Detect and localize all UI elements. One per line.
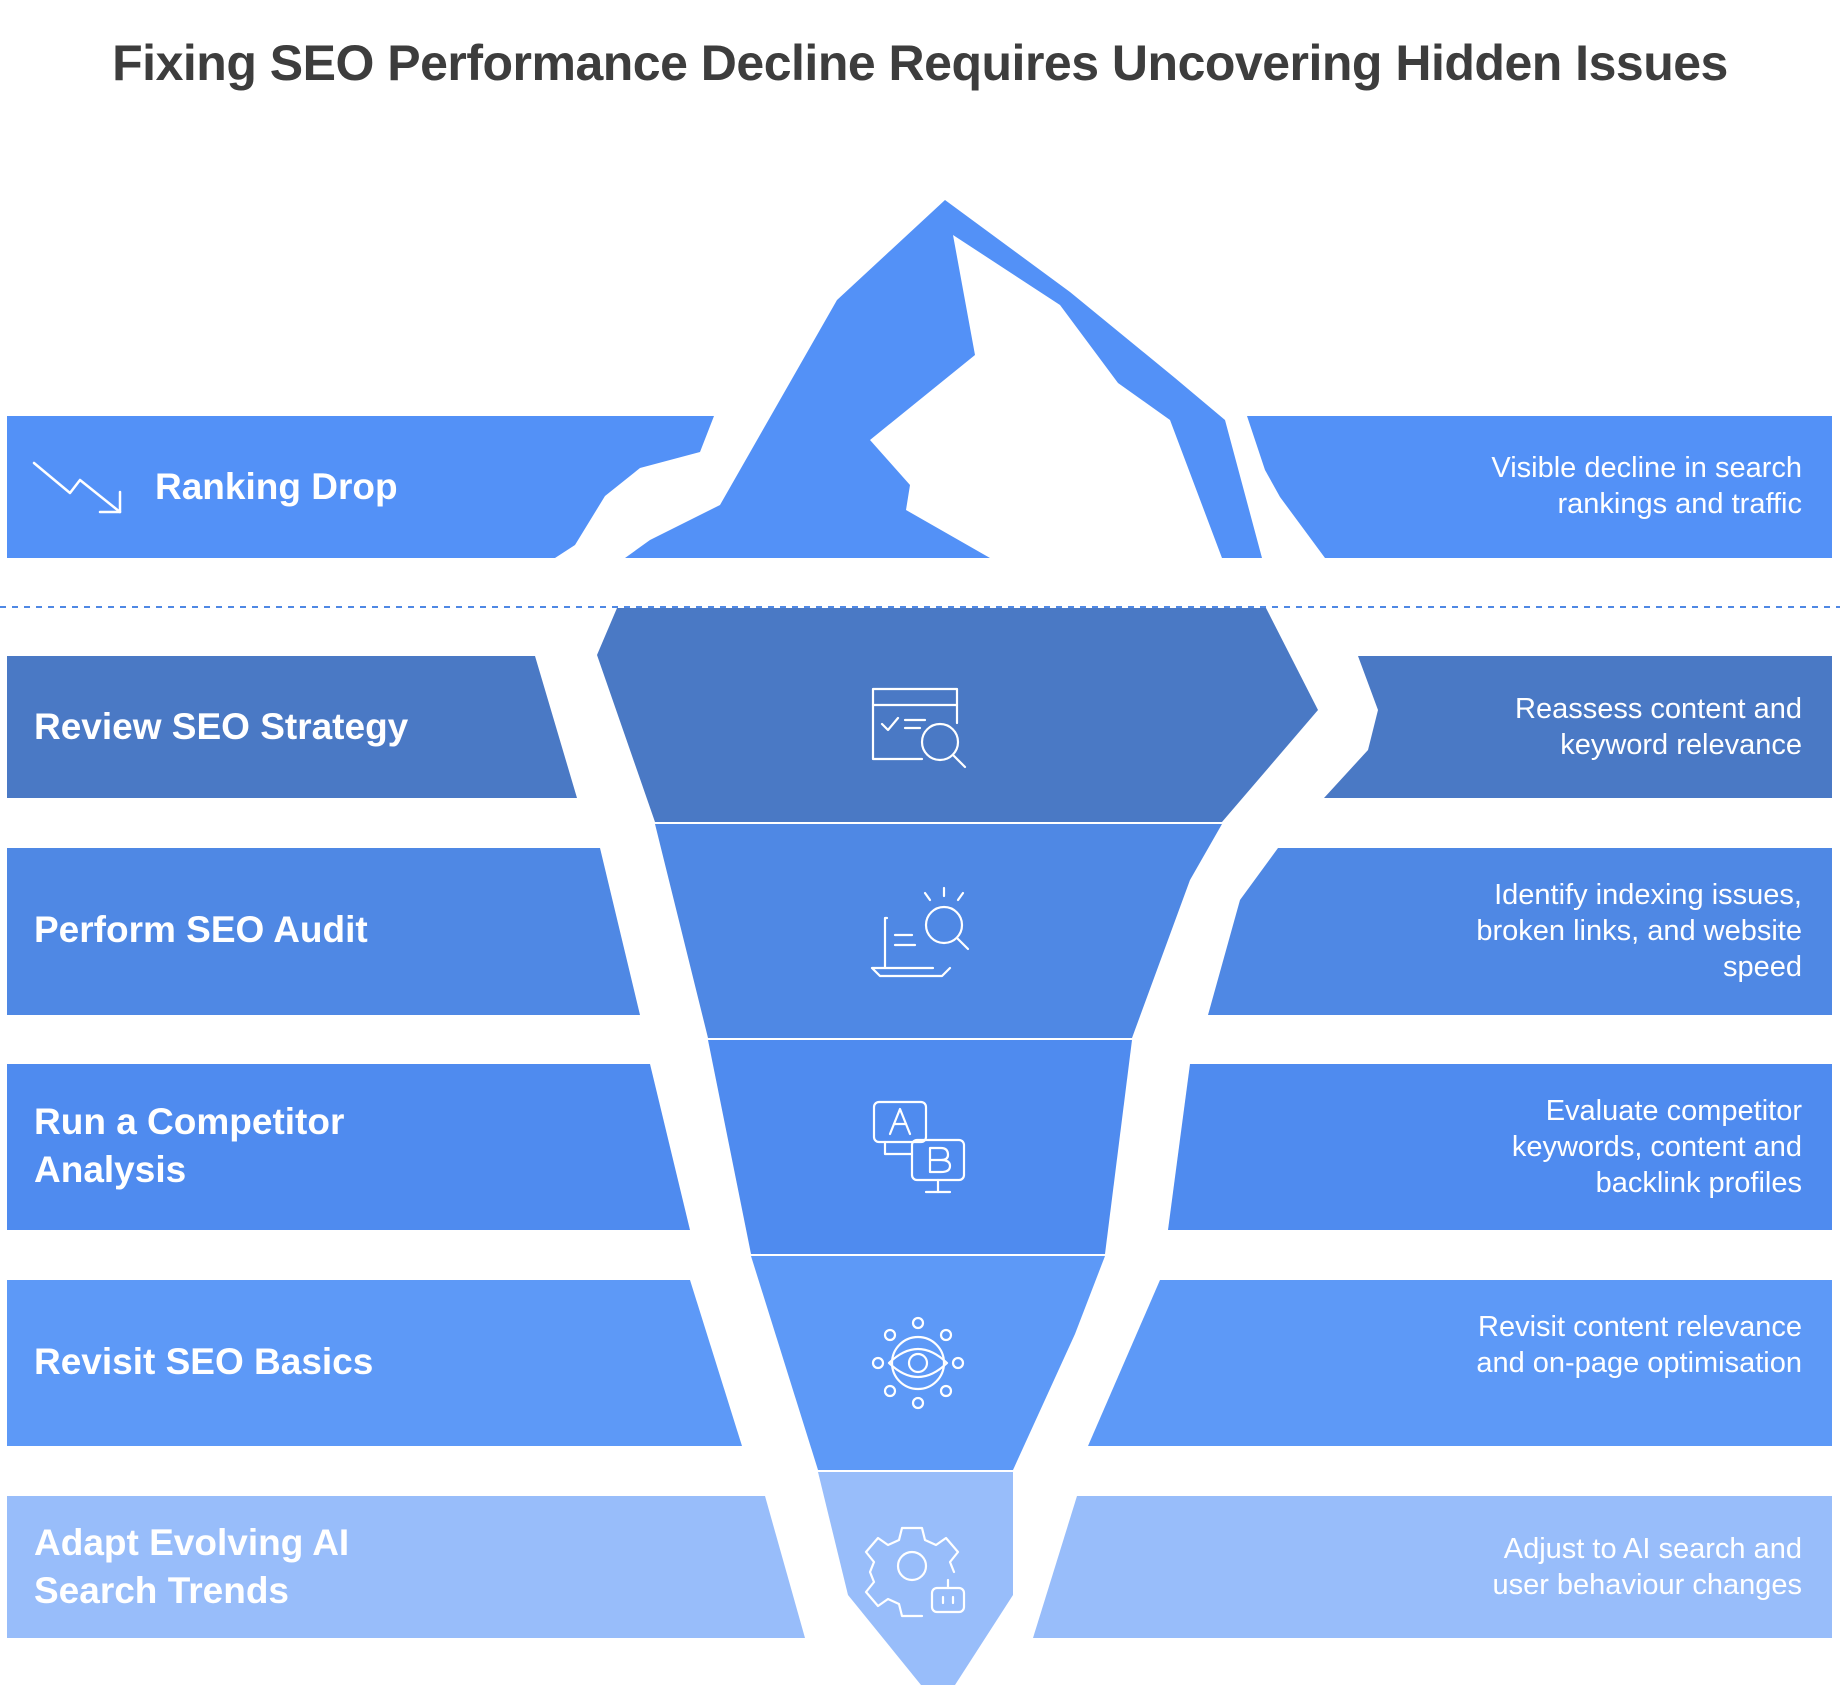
layer-label-ranking-drop: Ranking Drop [155,466,398,507]
iceberg-section-run-competitor-analysis [708,1040,1132,1254]
band-left-revisit-seo-basics [7,1280,742,1446]
layer-label-revisit-seo-basics: Revisit SEO Basics [34,1341,374,1382]
layer-description-ranking-drop: Visible decline in search rankings and t… [1491,452,1802,520]
band-left-run-competitor-analysis [7,1064,690,1230]
band-left-review-seo-strategy [7,656,577,798]
band-right-revisit-seo-basics [1088,1280,1832,1446]
diagram-title: Fixing SEO Performance Decline Requires … [112,35,1728,91]
band-right-adapt-ai-search-trends [1033,1496,1832,1638]
layer-revisit-seo-basics [7,1256,1832,1470]
trend-down-icon [32,461,122,514]
band-right-perform-seo-audit [1208,848,1832,1015]
layer-description-perform-seo-audit: Identify indexing issues, broken links, … [1476,879,1802,983]
layer-label-review-seo-strategy: Review SEO Strategy [34,706,409,747]
layer-adapt-ai-search-trends [7,1472,1832,1685]
layer-description-run-competitor-analysis: Evaluate competitor keywords, content an… [1511,1095,1802,1199]
band-right-ranking-drop [1247,416,1832,558]
band-right-run-competitor-analysis [1168,1064,1832,1230]
gear-robot-icon [864,1526,966,1618]
band-left-ranking-drop [7,416,714,558]
layer-description-review-seo-strategy: Reassess content and keyword relevance [1515,693,1802,761]
layer-ranking-drop [7,200,1832,558]
laptop-search-icon [870,886,970,978]
browser-search-icon [871,687,967,769]
layer-run-competitor-analysis [7,1040,1832,1254]
layer-description-adapt-ai-search-trends: Adjust to AI search and user behaviour c… [1492,1533,1802,1601]
layer-review-seo-strategy [7,608,1832,822]
band-left-perform-seo-audit [7,848,640,1015]
layer-description-revisit-seo-basics: Revisit content relevance and on-page op… [1476,1311,1802,1379]
band-left-adapt-ai-search-trends [7,1496,805,1638]
eye-network-icon [871,1316,965,1410]
layer-label-adapt-ai-search-trends: Adapt Evolving AI Search Trends [34,1522,350,1611]
layer-label-run-competitor-analysis: Run a Competitor Analysis [34,1101,345,1190]
layer-perform-seo-audit [7,824,1832,1038]
ab-compare-icon [872,1100,966,1194]
iceberg-snow-peak [870,235,1222,558]
layer-label-perform-seo-audit: Perform SEO Audit [34,909,368,950]
iceberg-section-perform-seo-audit [655,824,1222,1038]
band-right-review-seo-strategy [1324,656,1832,798]
